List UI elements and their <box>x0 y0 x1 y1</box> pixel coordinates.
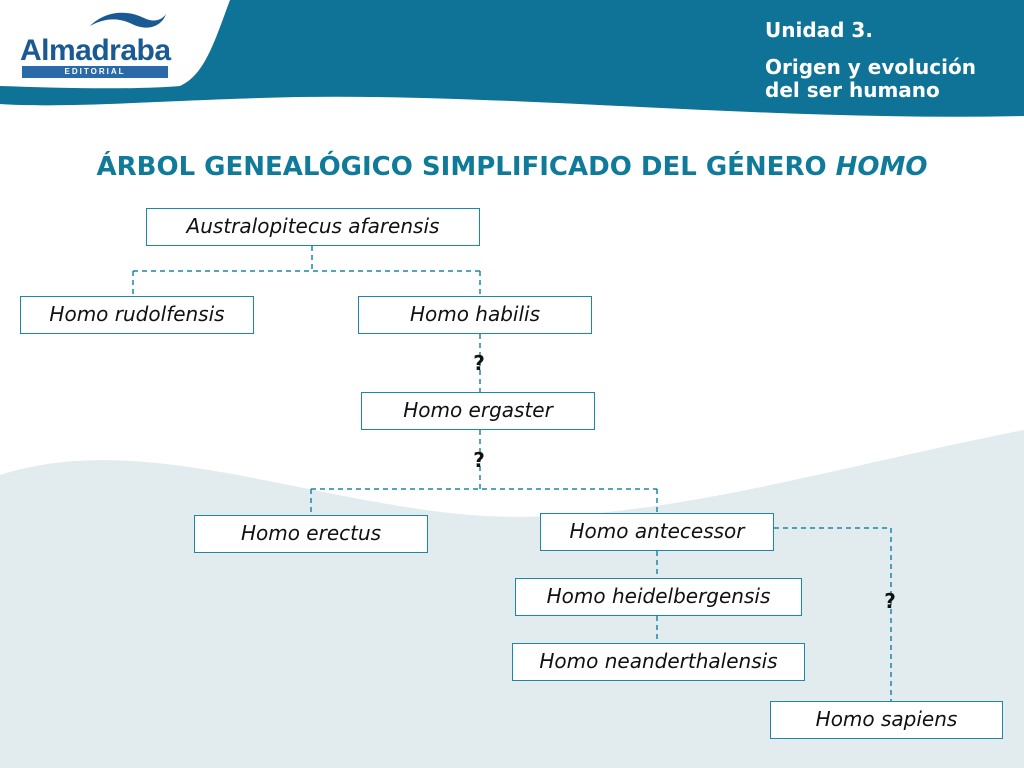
connector-ergaster-split <box>310 430 658 515</box>
page-title-main: ÁRBOL GENEALÓGICO SIMPLIFICADO DEL GÉNER… <box>96 152 827 182</box>
node-erectus: Homo erectus <box>194 515 428 553</box>
node-habilis: Homo habilis <box>358 296 592 334</box>
uncertain-mark-habilis-ergaster: ? <box>473 351 485 375</box>
logo-wordmark: Almadraba <box>20 34 171 67</box>
node-rudolfensis: Homo rudolfensis <box>20 296 254 334</box>
page-title: ÁRBOL GENEALÓGICO SIMPLIFICADO DEL GÉNER… <box>0 152 1024 182</box>
connector-antecessor-sapiens <box>774 527 892 701</box>
publisher-logo: Almadraba EDITORIAL <box>20 8 171 80</box>
unit-label: Unidad 3. <box>765 18 873 42</box>
node-sapiens: Homo sapiens <box>770 701 1003 739</box>
uncertain-mark-sapiens: ? <box>884 589 896 613</box>
node-antecessor: Homo antecessor <box>540 513 774 551</box>
uncertain-mark-ergaster: ? <box>473 448 485 472</box>
logo-wave-icon <box>90 12 166 28</box>
node-heidelbergensis: Homo heidelbergensis <box>515 578 802 616</box>
node-afarensis: Australopitecus afarensis <box>146 208 480 246</box>
unit-subtitle: Origen y evolución del ser humano <box>765 55 976 102</box>
page-title-emphasis: HOMO <box>835 152 928 182</box>
header-band <box>0 0 1024 117</box>
logo-subtitle: EDITORIAL <box>22 66 168 78</box>
node-neanderthalensis: Homo neanderthalensis <box>512 643 805 681</box>
connector-afarensis-split <box>132 246 481 296</box>
node-ergaster: Homo ergaster <box>361 392 595 430</box>
